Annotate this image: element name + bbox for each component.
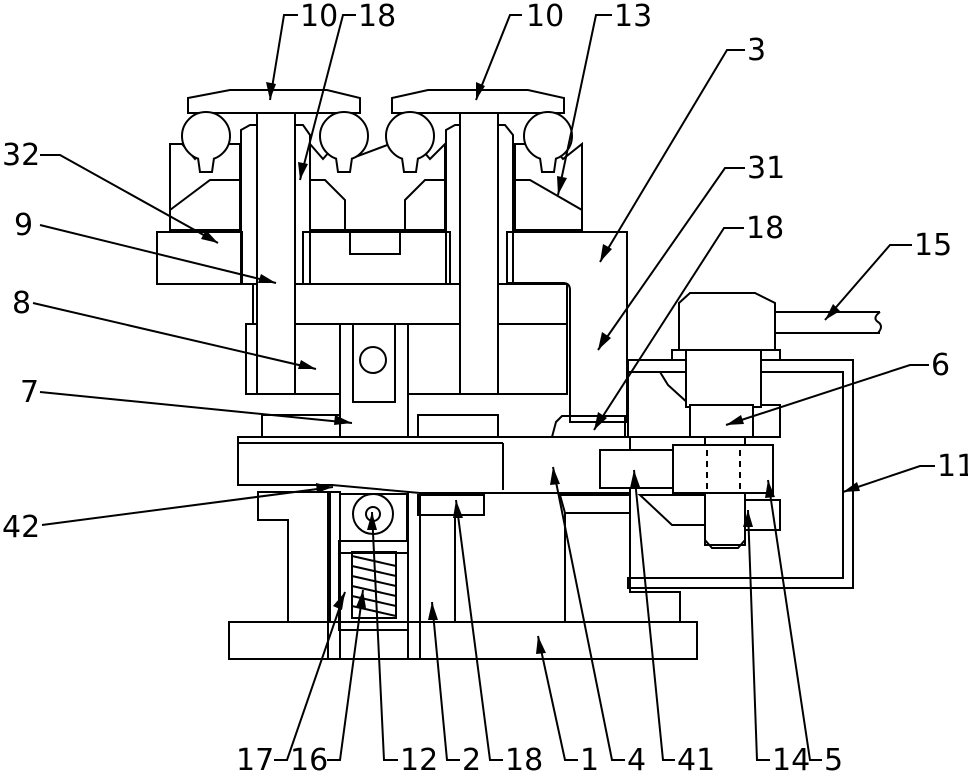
label-31: 31 <box>747 151 785 186</box>
callout-9: 9 <box>14 208 277 284</box>
label-2: 2 <box>462 743 481 778</box>
callout-18a: 18 <box>298 0 396 181</box>
label-32: 32 <box>2 138 40 173</box>
callout-13: 13 <box>557 0 652 196</box>
label-3: 3 <box>747 33 766 68</box>
label-18c: 18 <box>505 743 543 778</box>
callout-18b: 18 <box>593 211 784 431</box>
label-15: 15 <box>914 228 952 263</box>
balls <box>181 111 573 173</box>
callout-18c: 18 <box>453 499 543 778</box>
callout-16: 16 <box>290 589 366 778</box>
lower-support-right <box>558 494 681 623</box>
label-4: 4 <box>627 743 646 778</box>
label-41: 41 <box>677 743 715 778</box>
callout-4: 4 <box>550 466 646 778</box>
label-5: 5 <box>824 743 843 778</box>
label-13: 13 <box>614 0 652 34</box>
callout-14: 14 <box>743 509 810 778</box>
nut <box>672 444 774 494</box>
label-7: 7 <box>20 375 39 410</box>
callout-3: 3 <box>599 33 766 263</box>
callout-5: 5 <box>765 479 843 778</box>
callout-1: 1 <box>536 635 599 778</box>
lower-support-left <box>257 491 341 660</box>
label-14: 14 <box>772 743 810 778</box>
label-10b: 10 <box>526 0 564 34</box>
slider-bar <box>237 436 676 494</box>
callout-42: 42 <box>2 483 334 545</box>
ball-seats <box>169 141 583 231</box>
callout-8: 8 <box>12 286 317 370</box>
callout-11: 11 <box>842 449 968 493</box>
label-17: 17 <box>236 743 274 778</box>
label-18b: 18 <box>746 211 784 246</box>
label-11: 11 <box>937 449 968 484</box>
label-10a: 10 <box>300 0 338 34</box>
pins <box>187 89 565 395</box>
rod <box>775 311 882 334</box>
callout-12: 12 <box>367 511 438 778</box>
callout-31: 31 <box>597 151 785 351</box>
callout-41: 41 <box>630 469 715 778</box>
callout-15: 15 <box>824 228 952 321</box>
base-plate <box>228 621 698 660</box>
callout-6: 6 <box>725 348 950 426</box>
arrow-head <box>266 82 276 100</box>
callout-10b: 10 <box>475 0 564 101</box>
label-1: 1 <box>580 743 599 778</box>
label-9: 9 <box>14 208 33 243</box>
label-12: 12 <box>400 743 438 778</box>
label-18a: 18 <box>358 0 396 34</box>
callout-2: 2 <box>428 601 481 778</box>
callout-7: 7 <box>20 375 353 425</box>
callout-10a: 10 <box>266 0 338 101</box>
label-16: 16 <box>290 743 328 778</box>
label-8: 8 <box>12 286 31 321</box>
label-6: 6 <box>931 348 950 383</box>
bolt <box>671 292 781 549</box>
callout-17: 17 <box>236 591 346 778</box>
label-42: 42 <box>2 510 40 545</box>
callout-32: 32 <box>2 138 219 244</box>
